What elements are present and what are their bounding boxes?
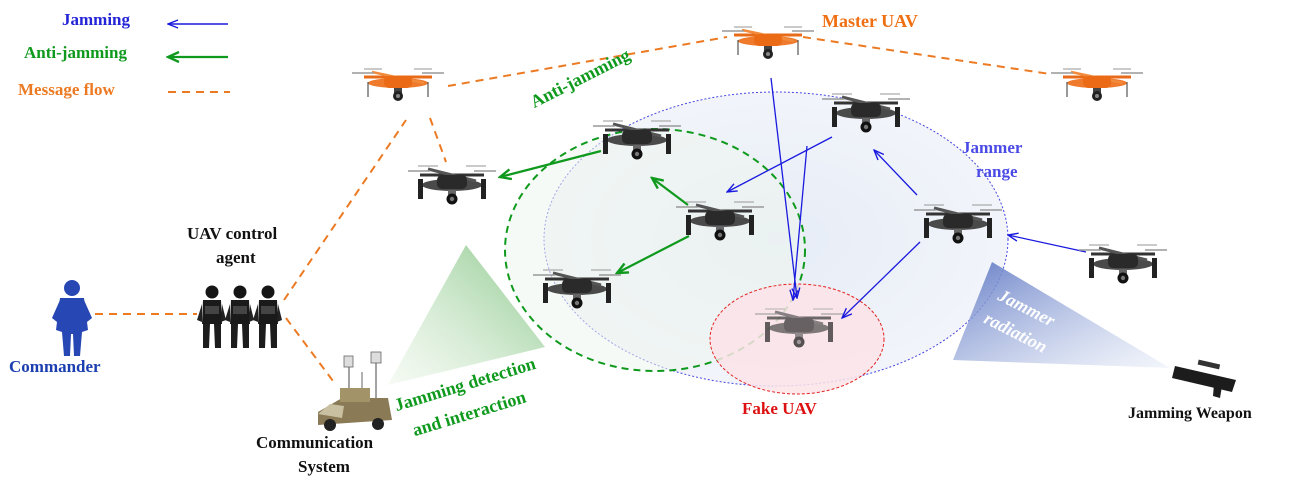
drone-far-right: [1077, 243, 1169, 285]
jammer-radiation-cone: [953, 262, 1170, 368]
communication-system-label-line1: Communication: [256, 433, 374, 452]
commander-figure: [52, 280, 92, 356]
jamming-arrows: [727, 77, 1087, 318]
message-flow-lines: [95, 36, 1051, 386]
legend-message-flow-label: Message flow: [18, 80, 115, 99]
uav-control-agent-soldiers: [197, 285, 282, 348]
jammer-range-label-line2: range: [976, 162, 1018, 181]
master-uav-label: Master UAV: [822, 11, 918, 31]
commander-label: Commander: [9, 357, 101, 376]
legend-anti-jamming-label: Anti-jamming: [24, 43, 127, 62]
uav-control-agent-label-line2: agent: [216, 248, 256, 267]
jamming-detection-cone: [388, 245, 545, 385]
legend: [168, 24, 230, 93]
anti-jamming-arrows: [500, 149, 690, 273]
drone-escaping: [406, 164, 498, 206]
master-uav-drone: [720, 25, 816, 61]
communication-system-vehicle: [318, 351, 392, 431]
communication-system-label-line2: System: [298, 457, 350, 476]
jamming-weapon: [1172, 359, 1236, 398]
orange-drone-left: [350, 67, 446, 103]
jammer-range-label-line1: Jammer: [962, 138, 1023, 157]
fake-uav-label: Fake UAV: [742, 399, 817, 418]
uav-control-agent-label-line1: UAV control: [187, 224, 278, 243]
orange-drone-right: [1049, 67, 1145, 103]
jamming-weapon-label: Jamming Weapon: [1128, 405, 1252, 422]
legend-jamming-label: Jamming: [62, 10, 130, 29]
